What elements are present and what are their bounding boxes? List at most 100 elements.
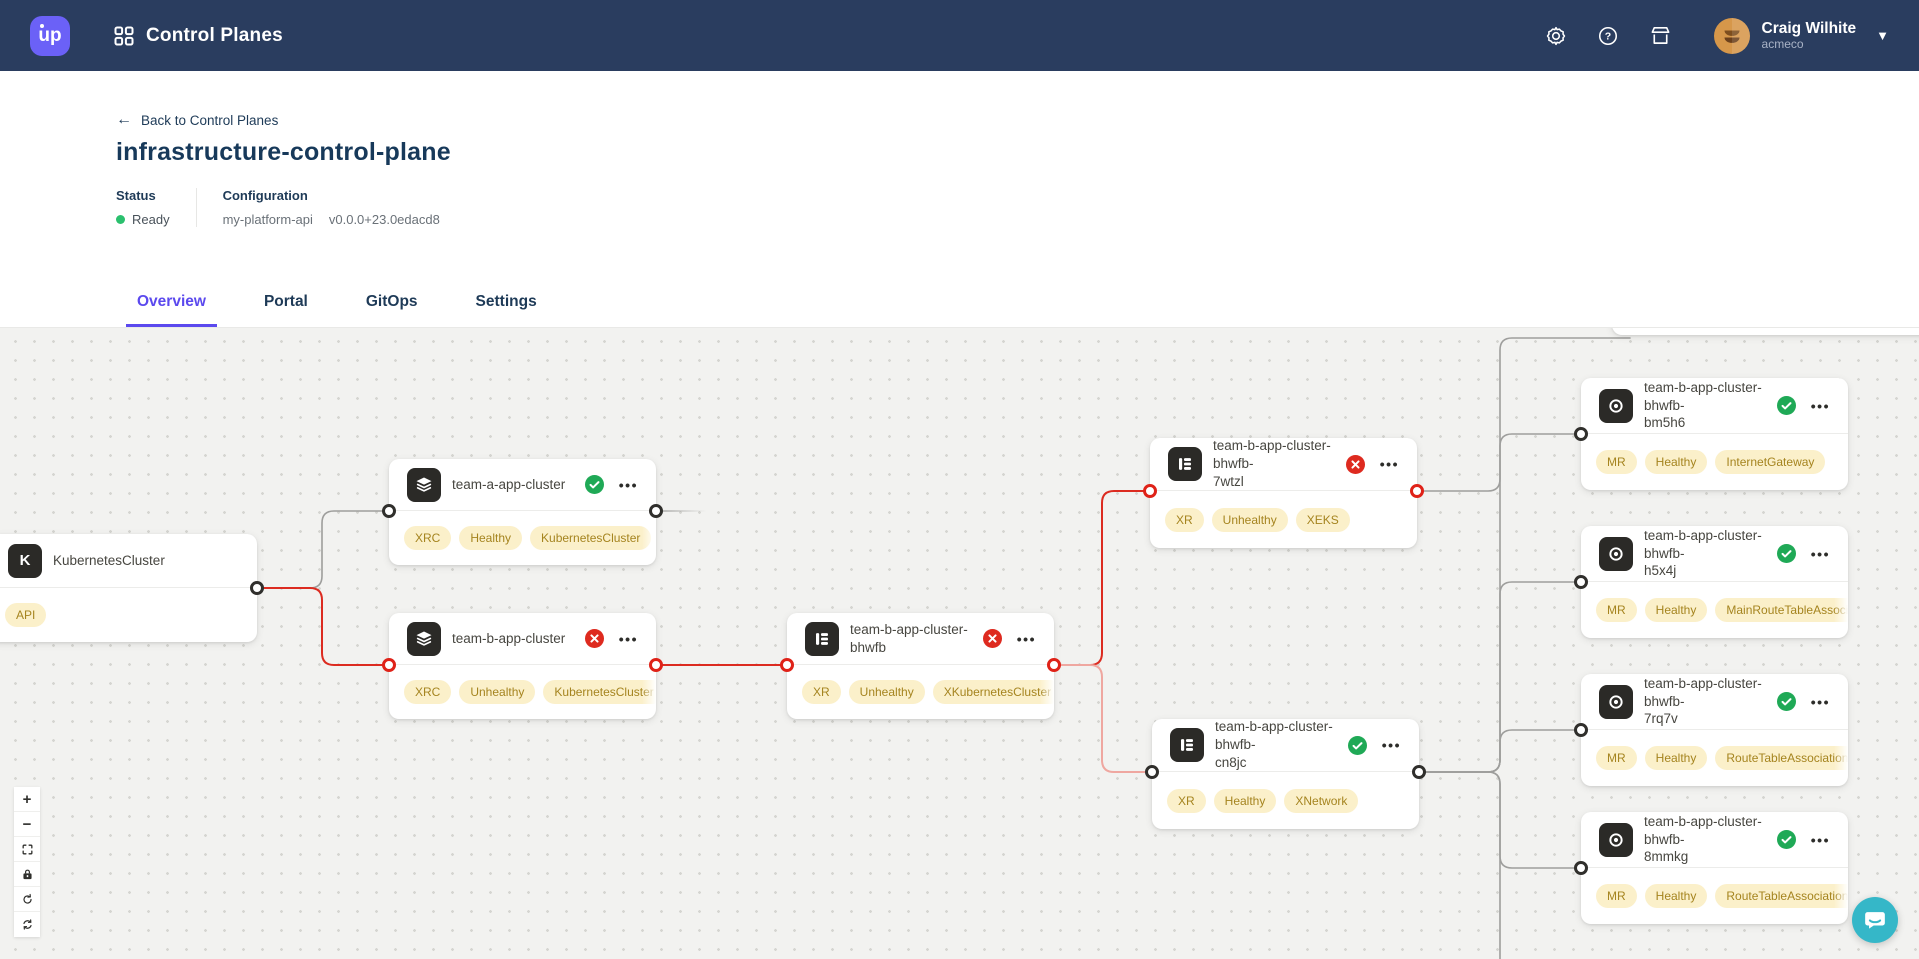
node-title: KubernetesCluster (53, 552, 165, 568)
badge-mr: MR (1596, 598, 1637, 622)
node-title: team-a-app-cluster (452, 476, 566, 492)
node-header: team-b-app-cluster-bhwfb- 7rq7v ••• (1581, 674, 1848, 730)
port-left-team-b-app-cluster-bhwfb-bm5h6 (1574, 427, 1588, 441)
edges-layer (256, 337, 1631, 959)
app-header: up Control Planes ? Craig Wilhite acmeco… (0, 0, 1919, 71)
node-title: team-b-app-cluster-bhwfb- 8mmkg (1644, 813, 1762, 865)
status-value: Ready (132, 212, 170, 227)
node-menu-button[interactable]: ••• (1376, 456, 1403, 472)
canvas-controls: + − (14, 787, 40, 937)
svg-text:?: ? (1604, 30, 1610, 42)
node-badges: API (0, 588, 257, 642)
status-block: Status Ready (116, 188, 170, 227)
node-title: team-b-app-cluster-bhwfb (850, 621, 968, 655)
node-menu-button[interactable]: ••• (1807, 398, 1834, 414)
chevron-down-icon: ▼ (1876, 28, 1889, 43)
node-title: team-b-app-cluster-bhwfb- bm5h6 (1644, 379, 1762, 431)
user-menu[interactable]: Craig Wilhite acmeco ▼ (1713, 17, 1889, 54)
avatar (1713, 17, 1750, 54)
back-link[interactable]: ← Back to Control Planes (116, 111, 279, 128)
node-header: team-b-app-cluster-bhwfb- bm5h6 ••• (1581, 378, 1848, 434)
badge-xrc: XRC (404, 526, 452, 550)
user-org: acmeco (1761, 36, 1804, 51)
back-arrow-icon: ← (116, 111, 132, 128)
help-icon[interactable]: ? (1595, 23, 1621, 49)
port-right-kubernetes-cluster (250, 581, 264, 595)
settings-gear-icon[interactable] (1543, 23, 1569, 49)
tab-bar: Overview Portal GitOps Settings (116, 293, 1919, 327)
tab-portal[interactable]: Portal (263, 293, 308, 310)
node-header: team-b-app-cluster-bhwfb- h5x4j ••• (1581, 526, 1848, 582)
node-header: team-b-app-cluster-bhwfb ••• (787, 613, 1054, 665)
node-badges: MRHealthyMainRouteTableAssociation (1581, 582, 1848, 638)
chat-launcher-button[interactable] (1852, 897, 1898, 943)
node-header: team-b-app-cluster-bhwfb- 7wtzl ••• (1150, 438, 1417, 491)
node-menu-button[interactable]: ••• (1807, 546, 1834, 562)
badge-mainroutetableassociation: MainRouteTableAssociation (1715, 598, 1848, 622)
node-menu-button[interactable]: ••• (1807, 832, 1834, 848)
node-kubernetes-cluster[interactable]: K KubernetesCluster API (0, 534, 257, 642)
node-menu-button[interactable]: ••• (1013, 631, 1040, 647)
configuration-label: Configuration (222, 188, 308, 203)
marketplace-icon[interactable] (1647, 22, 1674, 49)
layers-icon (407, 467, 441, 502)
badge-healthy: Healthy (1644, 884, 1708, 908)
badge-healthy: Healthy (459, 526, 523, 550)
badge-unhealthy: Unhealthy (848, 680, 925, 704)
tab-overview[interactable]: Overview (126, 293, 217, 327)
zoom-in-button[interactable]: + (14, 787, 40, 812)
status-dot-green (116, 215, 125, 224)
port-right-team-b-app-cluster-bhwfb-cn8jc (1412, 765, 1426, 779)
port-right-team-b-app-cluster-bhwfb (1047, 658, 1061, 672)
healthy-status-icon (1347, 735, 1367, 755)
refresh-layout-button[interactable] (14, 912, 40, 937)
port-left-team-b-app-cluster-bhwfb-7rq7v (1574, 723, 1588, 737)
status-label: Status (116, 188, 156, 203)
port-right-team-b-app-cluster-bhwfb-7wtzl (1410, 484, 1424, 498)
port-left-team-b-app-cluster (382, 658, 396, 672)
xr-icon (805, 621, 839, 656)
node-header: K KubernetesCluster (0, 534, 257, 588)
tab-gitops[interactable]: GitOps (365, 293, 418, 310)
grid-icon[interactable] (112, 24, 136, 48)
node-header: team-b-app-cluster-bhwfb- cn8jc ••• (1152, 719, 1419, 772)
edge-team-b-app-cluster-bhwfb--team-b-app-cluster-bhwfb-cn8jc (1053, 664, 1153, 773)
graph-canvas[interactable]: + − K KubernetesCluster API team-a-app-c… (0, 327, 1919, 959)
upbound-logo[interactable]: up (30, 15, 70, 56)
rotate-button[interactable] (14, 887, 40, 912)
mr-icon (1599, 536, 1633, 571)
node-title: team-b-app-cluster (452, 630, 566, 646)
port-left-team-b-app-cluster-bhwfb-cn8jc (1145, 765, 1159, 779)
node-menu-button[interactable]: ••• (615, 631, 642, 647)
node-menu-button[interactable]: ••• (1807, 694, 1834, 710)
mr-icon (1599, 822, 1633, 857)
page-title: infrastructure-control-plane (116, 138, 451, 166)
healthy-status-icon (1776, 396, 1796, 415)
tab-settings[interactable]: Settings (475, 293, 537, 310)
mr-icon (1599, 684, 1633, 719)
edge-kubernetes-cluster--team-a-app-cluster (256, 510, 390, 589)
node-menu-button[interactable]: ••• (1378, 737, 1405, 753)
node-header: team-a-app-cluster ••• (389, 459, 656, 511)
fit-view-button[interactable] (14, 837, 40, 862)
node-partial-offscreen[interactable] (1612, 328, 1919, 335)
healthy-status-icon (584, 475, 604, 494)
zoom-out-button[interactable]: − (14, 812, 40, 837)
node-menu-button[interactable]: ••• (615, 477, 642, 493)
badge-xeks: XEKS (1295, 507, 1350, 532)
node-title: team-b-app-cluster-bhwfb- 7rq7v (1644, 675, 1762, 727)
unhealthy-status-icon (982, 629, 1002, 648)
lock-button[interactable] (14, 862, 40, 887)
edge-team-b-app-cluster-bhwfb--team-b-app-cluster-bhwfb-7wtzl (1053, 490, 1151, 666)
